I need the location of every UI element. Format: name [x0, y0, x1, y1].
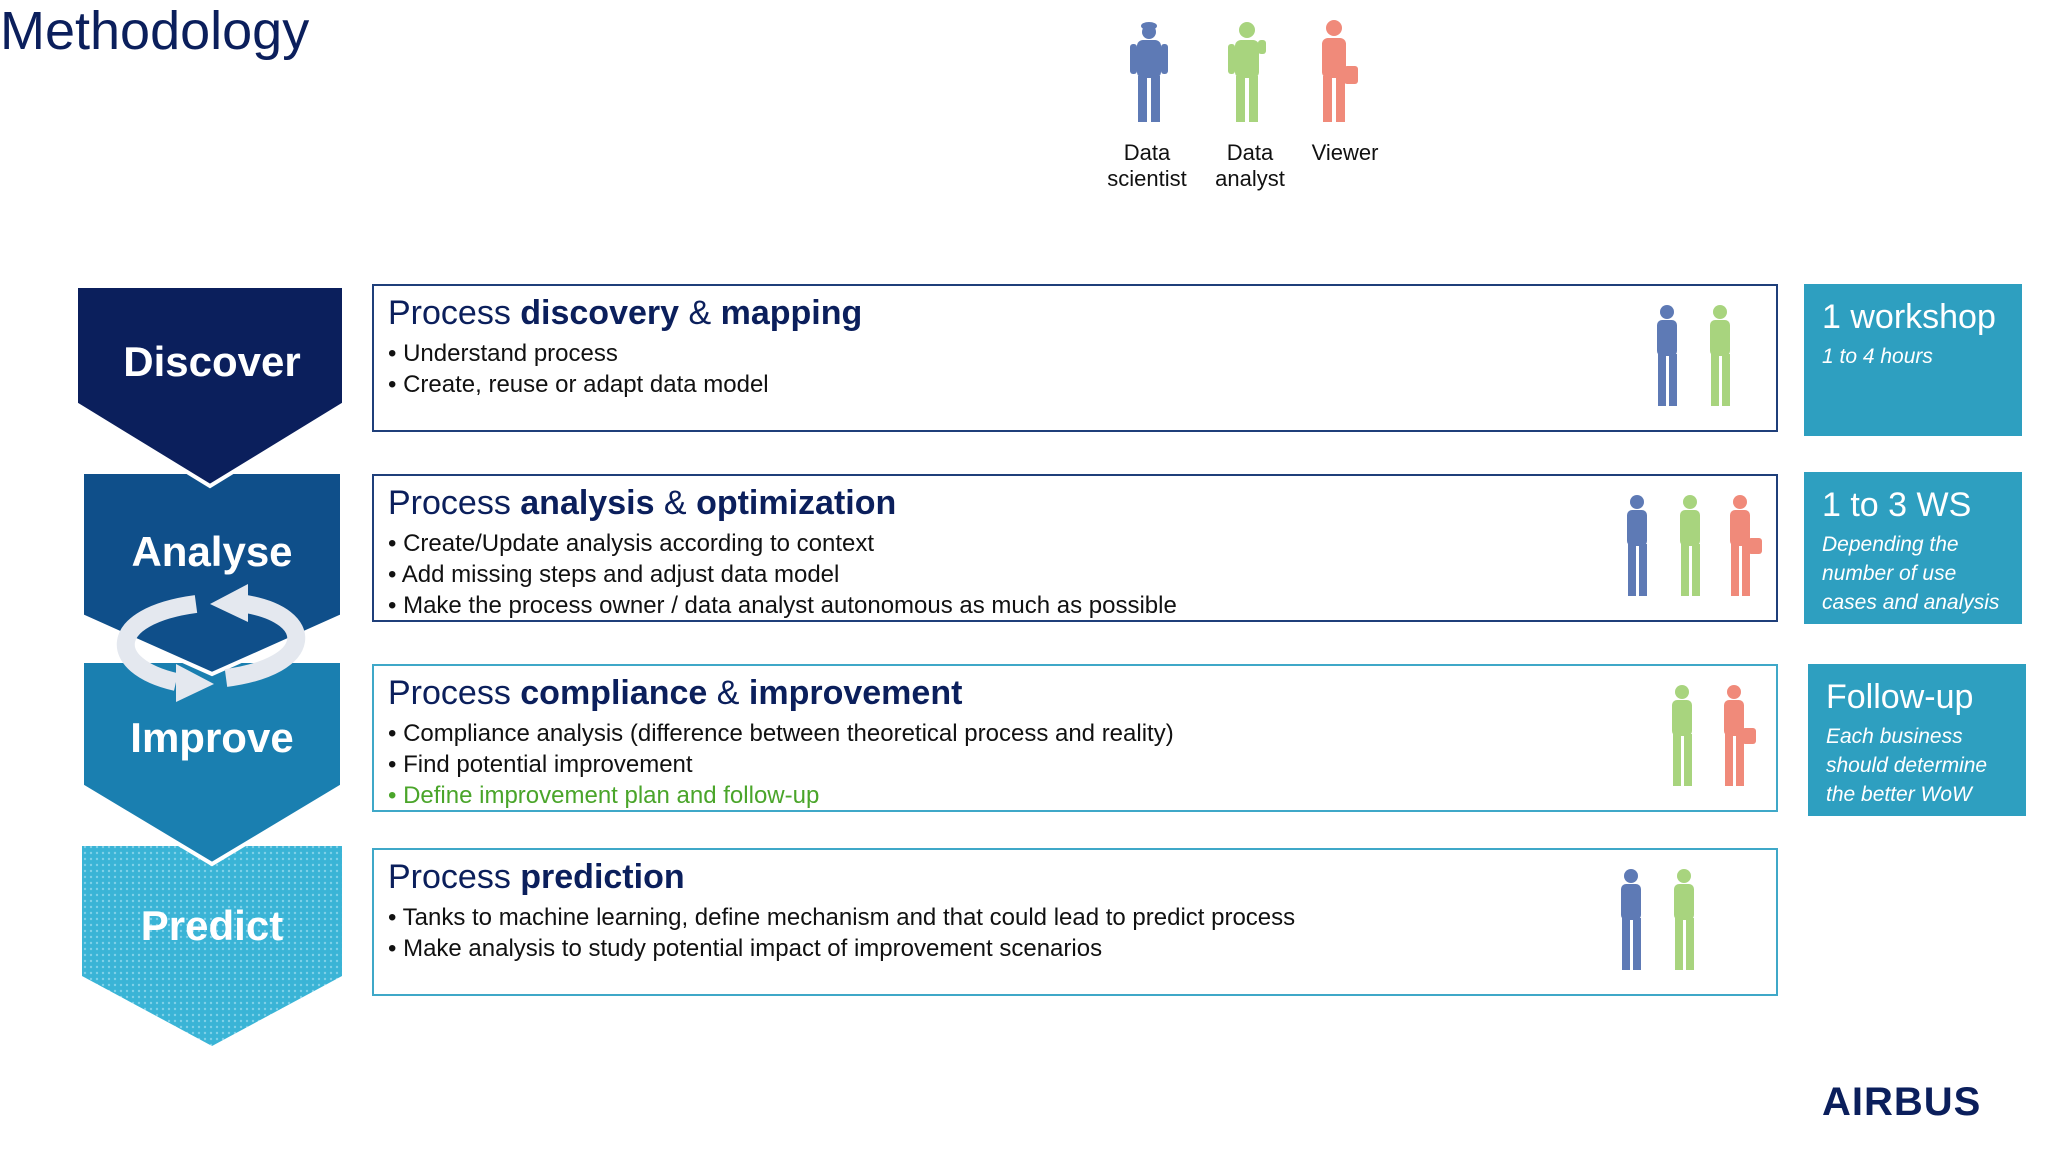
prediction-bullets: Tanks to machine learning, define mechan…: [388, 902, 1296, 964]
list-item: Find potential improvement: [388, 749, 1174, 780]
discovery-box: Process discovery & mapping Understand p…: [372, 284, 1778, 432]
list-item: Add missing steps and adjust data model: [388, 559, 1177, 590]
side-panel-title: 1 to 3 WS: [1822, 486, 1972, 524]
discovery-heading: Process discovery & mapping: [388, 294, 863, 332]
chevron-predict-shape: [82, 846, 342, 1046]
data-analyst-figure-icon: [1228, 22, 1266, 122]
cycle-arrows-icon: [116, 595, 306, 691]
side-panel-ws: 1 to 3 WS Depending the number of use ca…: [1804, 472, 2022, 624]
list-item: Define improvement plan and follow-up: [388, 780, 1174, 811]
data-scientist-figure-icon: [1130, 22, 1168, 122]
compliance-bullets: Compliance analysis (difference between …: [388, 718, 1174, 811]
analysis-box: Process analysis & optimization Create/U…: [372, 474, 1778, 622]
list-item: Compliance analysis (difference between …: [388, 718, 1174, 749]
discovery-bullets: Understand process Create, reuse or adap…: [388, 338, 769, 400]
side-panel-note: Depending the number of use cases and an…: [1822, 533, 2000, 614]
side-panel-note: 1 to 4 hours: [1822, 345, 1933, 368]
airbus-logo: AIRBUS: [1822, 1080, 1982, 1124]
side-panel-workshop: 1 workshop 1 to 4 hours: [1804, 284, 2022, 436]
list-item: Create, reuse or adapt data model: [388, 369, 769, 400]
list-item: Tanks to machine learning, define mechan…: [388, 902, 1296, 933]
legend-label-data-analyst: Data analyst: [1215, 140, 1285, 191]
side-panel-title: Follow-up: [1826, 678, 1974, 716]
phase-label-predict: Predict: [140, 902, 284, 949]
legend-label-viewer: Viewer: [1311, 140, 1379, 165]
roles-icons-scientist-analyst: [1621, 869, 1694, 970]
compliance-box: Process compliance & improvement Complia…: [372, 664, 1778, 812]
phase-chevrons: [76, 286, 346, 1046]
prediction-box: Process prediction Tanks to machine lear…: [372, 848, 1778, 996]
analysis-bullets: Create/Update analysis according to cont…: [388, 528, 1177, 621]
phase-label-analyse: Analyse: [131, 528, 293, 575]
side-panel-follow-up: Follow-up Each business should determine…: [1808, 664, 2026, 816]
roles-icons-analyst-viewer: [1672, 685, 1756, 786]
viewer-figure-icon: [1322, 20, 1358, 122]
chevron-improve-shape: [80, 659, 344, 867]
phase-label-discover: Discover: [123, 338, 301, 385]
page-title: Methodology: [0, 1, 310, 61]
roles-icons-all: [1627, 495, 1762, 596]
side-panel-title: 1 workshop: [1822, 298, 1996, 336]
chevron-discover-shape: [76, 286, 346, 489]
analysis-heading: Process analysis & optimization: [388, 484, 897, 522]
list-item: Make analysis to study potential impact …: [388, 933, 1295, 964]
phase-label-improve: Improve: [130, 714, 294, 761]
roles-icons-scientist-analyst: [1657, 305, 1730, 406]
list-item: Make the process owner / data analyst au…: [388, 590, 1177, 621]
legend-label-data-scientist: Data scientist: [1107, 140, 1187, 191]
side-panel-note: Each business should determine the bette…: [1826, 725, 1988, 806]
prediction-heading: Process prediction: [388, 858, 685, 896]
list-item: Understand process: [388, 338, 769, 369]
list-item: Create/Update analysis according to cont…: [388, 528, 1177, 559]
compliance-heading: Process compliance & improvement: [388, 674, 963, 712]
